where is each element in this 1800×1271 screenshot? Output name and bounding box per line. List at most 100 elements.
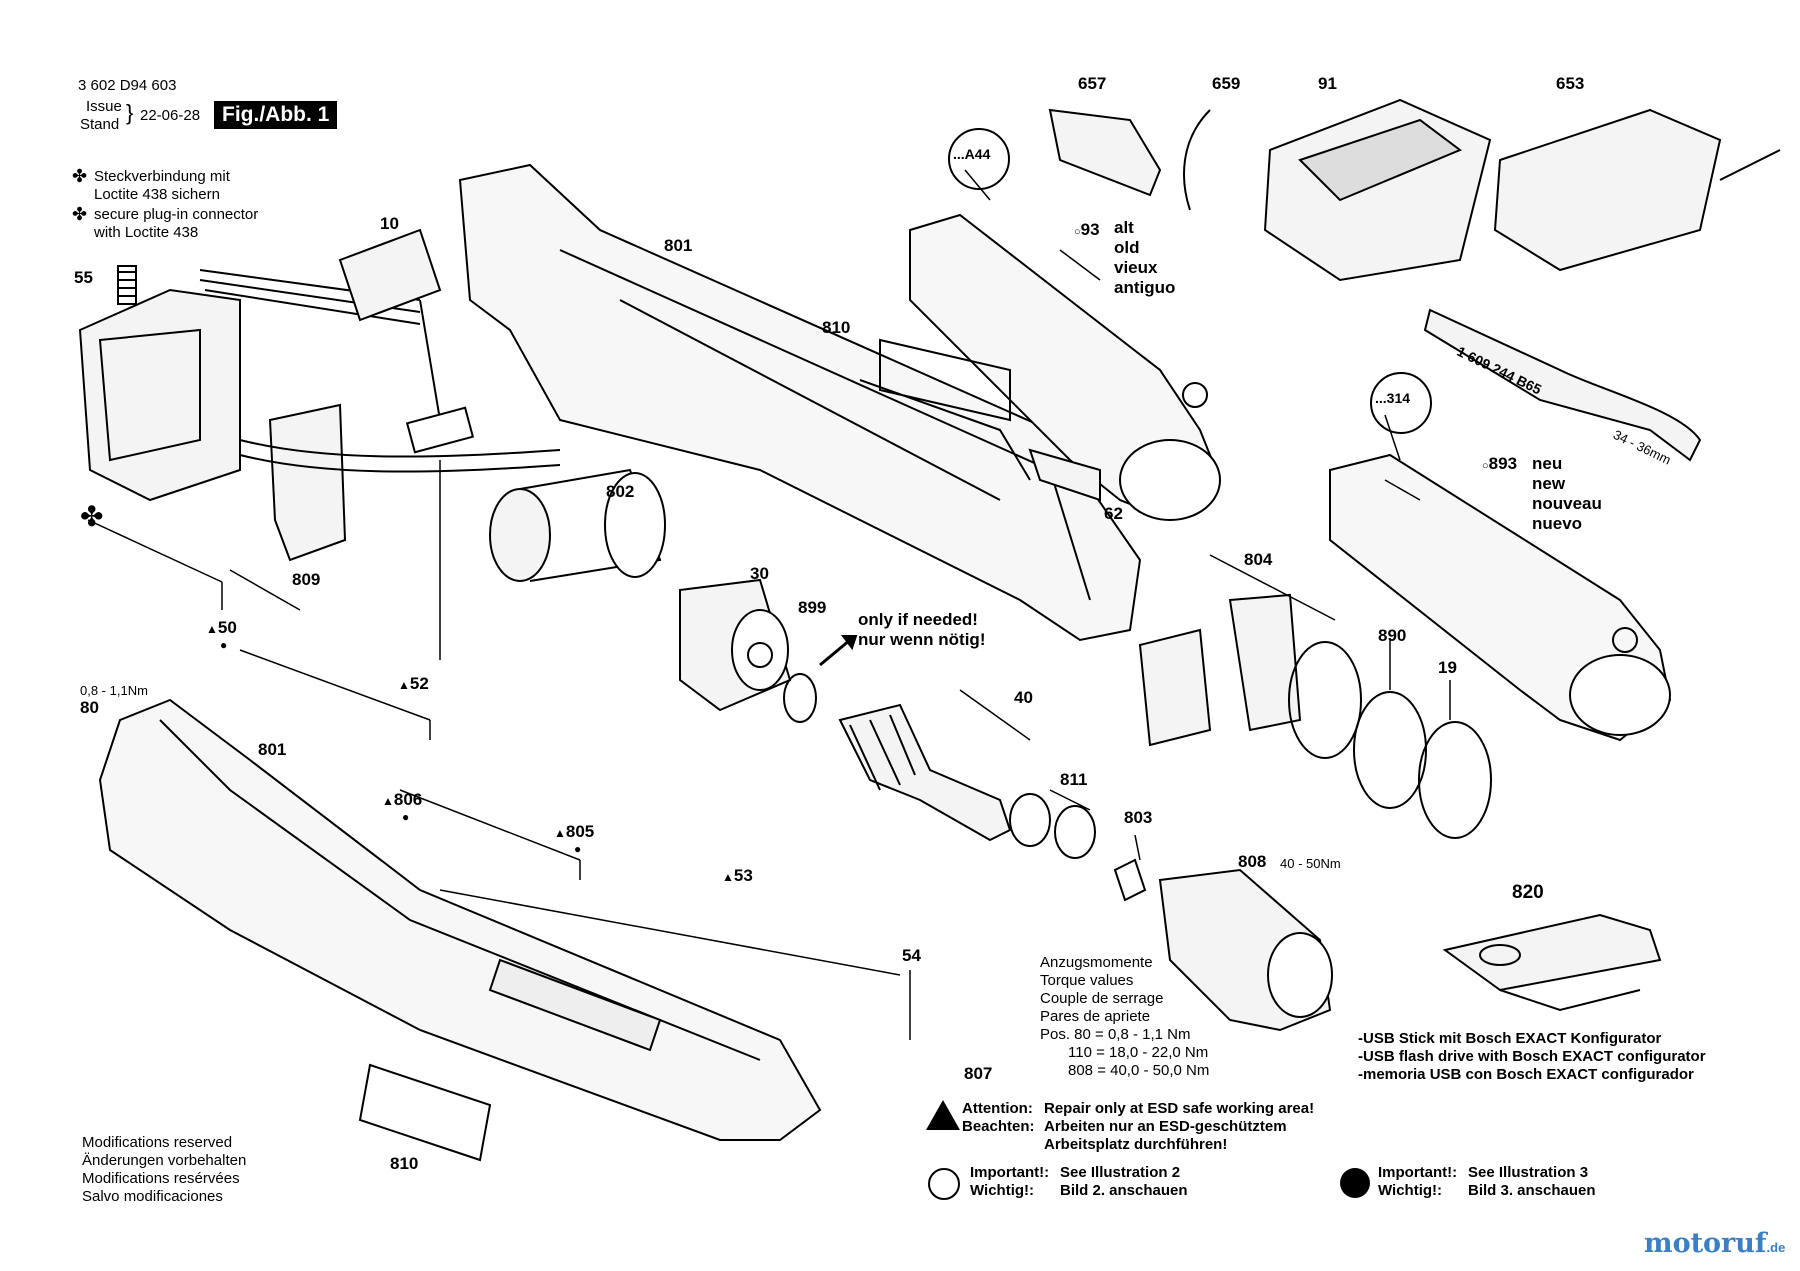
- clip-804-a-drawing: [1138, 628, 1212, 747]
- ring-890-b-drawing: [1353, 691, 1427, 809]
- important-filled-text-de: Bild 3. anschauen: [1468, 1182, 1596, 1199]
- usb-es: -memoria USB con Bosch EXACT configurado…: [1358, 1066, 1694, 1083]
- part-label-657: 657: [1078, 74, 1107, 93]
- torque-row-110: 110 = 18,0 - 22,0 Nm: [1068, 1044, 1209, 1061]
- part-label-659: 659: [1212, 74, 1241, 93]
- clover-icon: ✤: [80, 501, 104, 532]
- switch-module-drawing: [78, 265, 561, 562]
- part-label-899: 899: [798, 598, 827, 617]
- spring-803-drawing: [1113, 858, 1147, 902]
- part-label-19: 19: [1438, 658, 1457, 677]
- part-label-54: 54: [902, 946, 921, 965]
- new-label-de: neu: [1532, 454, 1563, 473]
- part-label-801: 801: [664, 236, 693, 255]
- usb-de: -USB Stick mit Bosch EXACT Konfigurator: [1358, 1030, 1662, 1047]
- new-label-fr: nouveau: [1532, 494, 1602, 513]
- open-circle-icon: ○: [1482, 460, 1489, 472]
- loctite-de-2: Loctite 438 sichern: [94, 186, 220, 203]
- angle-head-893-drawing: [1329, 453, 1672, 742]
- part-label-890: 890: [1378, 626, 1407, 645]
- label-810-upper-drawing: [879, 338, 1011, 422]
- part-label-893: ○893: [1482, 454, 1518, 473]
- modifications-de: Änderungen vorbehalten: [82, 1152, 247, 1169]
- battery-91-drawing: [1263, 98, 1492, 282]
- brace-glyph: }: [126, 100, 134, 125]
- arrow-line: [819, 638, 851, 667]
- issue-date: 22-06-28: [140, 107, 201, 124]
- arrow-head: [841, 635, 858, 651]
- part-label-30: 30: [750, 564, 769, 583]
- important-open-text-de: Bild 2. anschauen: [1060, 1182, 1188, 1199]
- issue-label: Issue: [86, 98, 122, 115]
- washer-899-drawing: [783, 673, 817, 723]
- modifications-es: Salvo modificaciones: [82, 1188, 223, 1205]
- gearbox-30-drawing: [679, 578, 792, 712]
- old-label-de: alt: [1114, 218, 1134, 237]
- torque-fr: Couple de serrage: [1040, 990, 1164, 1007]
- important-filled-text-en: See Illustration 3: [1468, 1164, 1589, 1181]
- part-62-drawing: [1028, 448, 1101, 502]
- warning-triangle-icon: ▲: [722, 870, 734, 884]
- part-label-804: 804: [1244, 550, 1273, 569]
- charger-653-drawing: [1493, 108, 1781, 272]
- important-filled-label-en: Important!:: [1378, 1164, 1458, 1181]
- part-label-811: 811: [1060, 770, 1088, 789]
- ring-811-b-drawing: [1054, 805, 1096, 859]
- filled-circle-icon: ●: [402, 810, 410, 824]
- housing-801-lower-drawing: [98, 698, 822, 1141]
- filled-circle-icon: ●: [574, 842, 582, 856]
- part-80-torque: 0,8 - 1,1Nm: [80, 683, 148, 698]
- part-808-torque: 40 - 50Nm: [1280, 856, 1341, 871]
- filled-circle-icon: [1340, 1168, 1370, 1198]
- part-label-810-lower: 810: [390, 1154, 419, 1173]
- angle-head-93-drawing: [909, 213, 1222, 522]
- attention-label-de: Beachten:: [962, 1118, 1035, 1135]
- ring-890-a-drawing: [1288, 641, 1362, 759]
- part-label-808: 808: [1238, 852, 1267, 871]
- attention-text-de-1: Arbeiten nur an ESD-geschütztem: [1044, 1118, 1287, 1135]
- only-if-needed-de: nur wenn nötig!: [858, 630, 986, 649]
- usb-en: -USB flash drive with Bosch EXACT config…: [1358, 1048, 1706, 1065]
- filled-circle-icon: ●: [220, 638, 228, 652]
- motor-802-drawing: [489, 468, 666, 582]
- warning-triangle-icon: ▲: [382, 794, 394, 808]
- torque-en: Torque values: [1040, 972, 1134, 989]
- part-label-820: 820: [1512, 882, 1544, 903]
- new-label-es: nuevo: [1532, 514, 1583, 533]
- warning-triangle-icon: [926, 1100, 960, 1130]
- part-label-802: 802: [606, 482, 635, 501]
- callout-circle-a44: [948, 128, 1010, 190]
- clover-icon: ✤: [72, 204, 88, 224]
- torque-row-808: 808 = 40,0 - 50,0 Nm: [1068, 1062, 1210, 1079]
- callout-314: ...314: [1375, 390, 1411, 406]
- part-label-803: 803: [1124, 808, 1153, 827]
- label-810-lower-drawing: [358, 1063, 492, 1162]
- clip-659-drawing: [1183, 109, 1211, 211]
- loctite-de-1: Steckverbindung mit: [94, 168, 230, 185]
- part-10-drawing: [338, 228, 442, 322]
- leader-lines: [87, 169, 1451, 1040]
- attention-text-en: Repair only at ESD safe working area!: [1044, 1100, 1315, 1117]
- part-label-93: ○93: [1074, 220, 1100, 239]
- part-label-806: ▲806: [382, 790, 423, 809]
- part-label-809: 809: [292, 570, 321, 589]
- new-label-en: new: [1532, 474, 1566, 493]
- ring-19-drawing: [1418, 721, 1492, 839]
- warning-triangle-icon: ▲: [398, 678, 410, 692]
- part-label-810: 810: [822, 318, 851, 337]
- wrench-drawing: [1423, 308, 1702, 462]
- torque-de: Anzugsmomente: [1040, 954, 1153, 971]
- attention-text-de-2: Arbeitsplatz durchführen!: [1044, 1136, 1228, 1153]
- clip-804-b-drawing: [1228, 593, 1302, 732]
- part-label-53: ▲53: [722, 866, 753, 885]
- part-label-805: ▲805: [554, 822, 595, 841]
- part-label-91: 91: [1318, 74, 1337, 93]
- stand-label: Stand: [80, 116, 120, 133]
- only-if-needed-en: only if needed!: [858, 610, 978, 629]
- warning-triangle-icon: ▲: [206, 622, 218, 636]
- important-open-text-en: See Illustration 2: [1060, 1164, 1181, 1181]
- attention-label-en: Attention:: [962, 1100, 1033, 1117]
- loctite-en-2: with Loctite 438: [94, 224, 199, 241]
